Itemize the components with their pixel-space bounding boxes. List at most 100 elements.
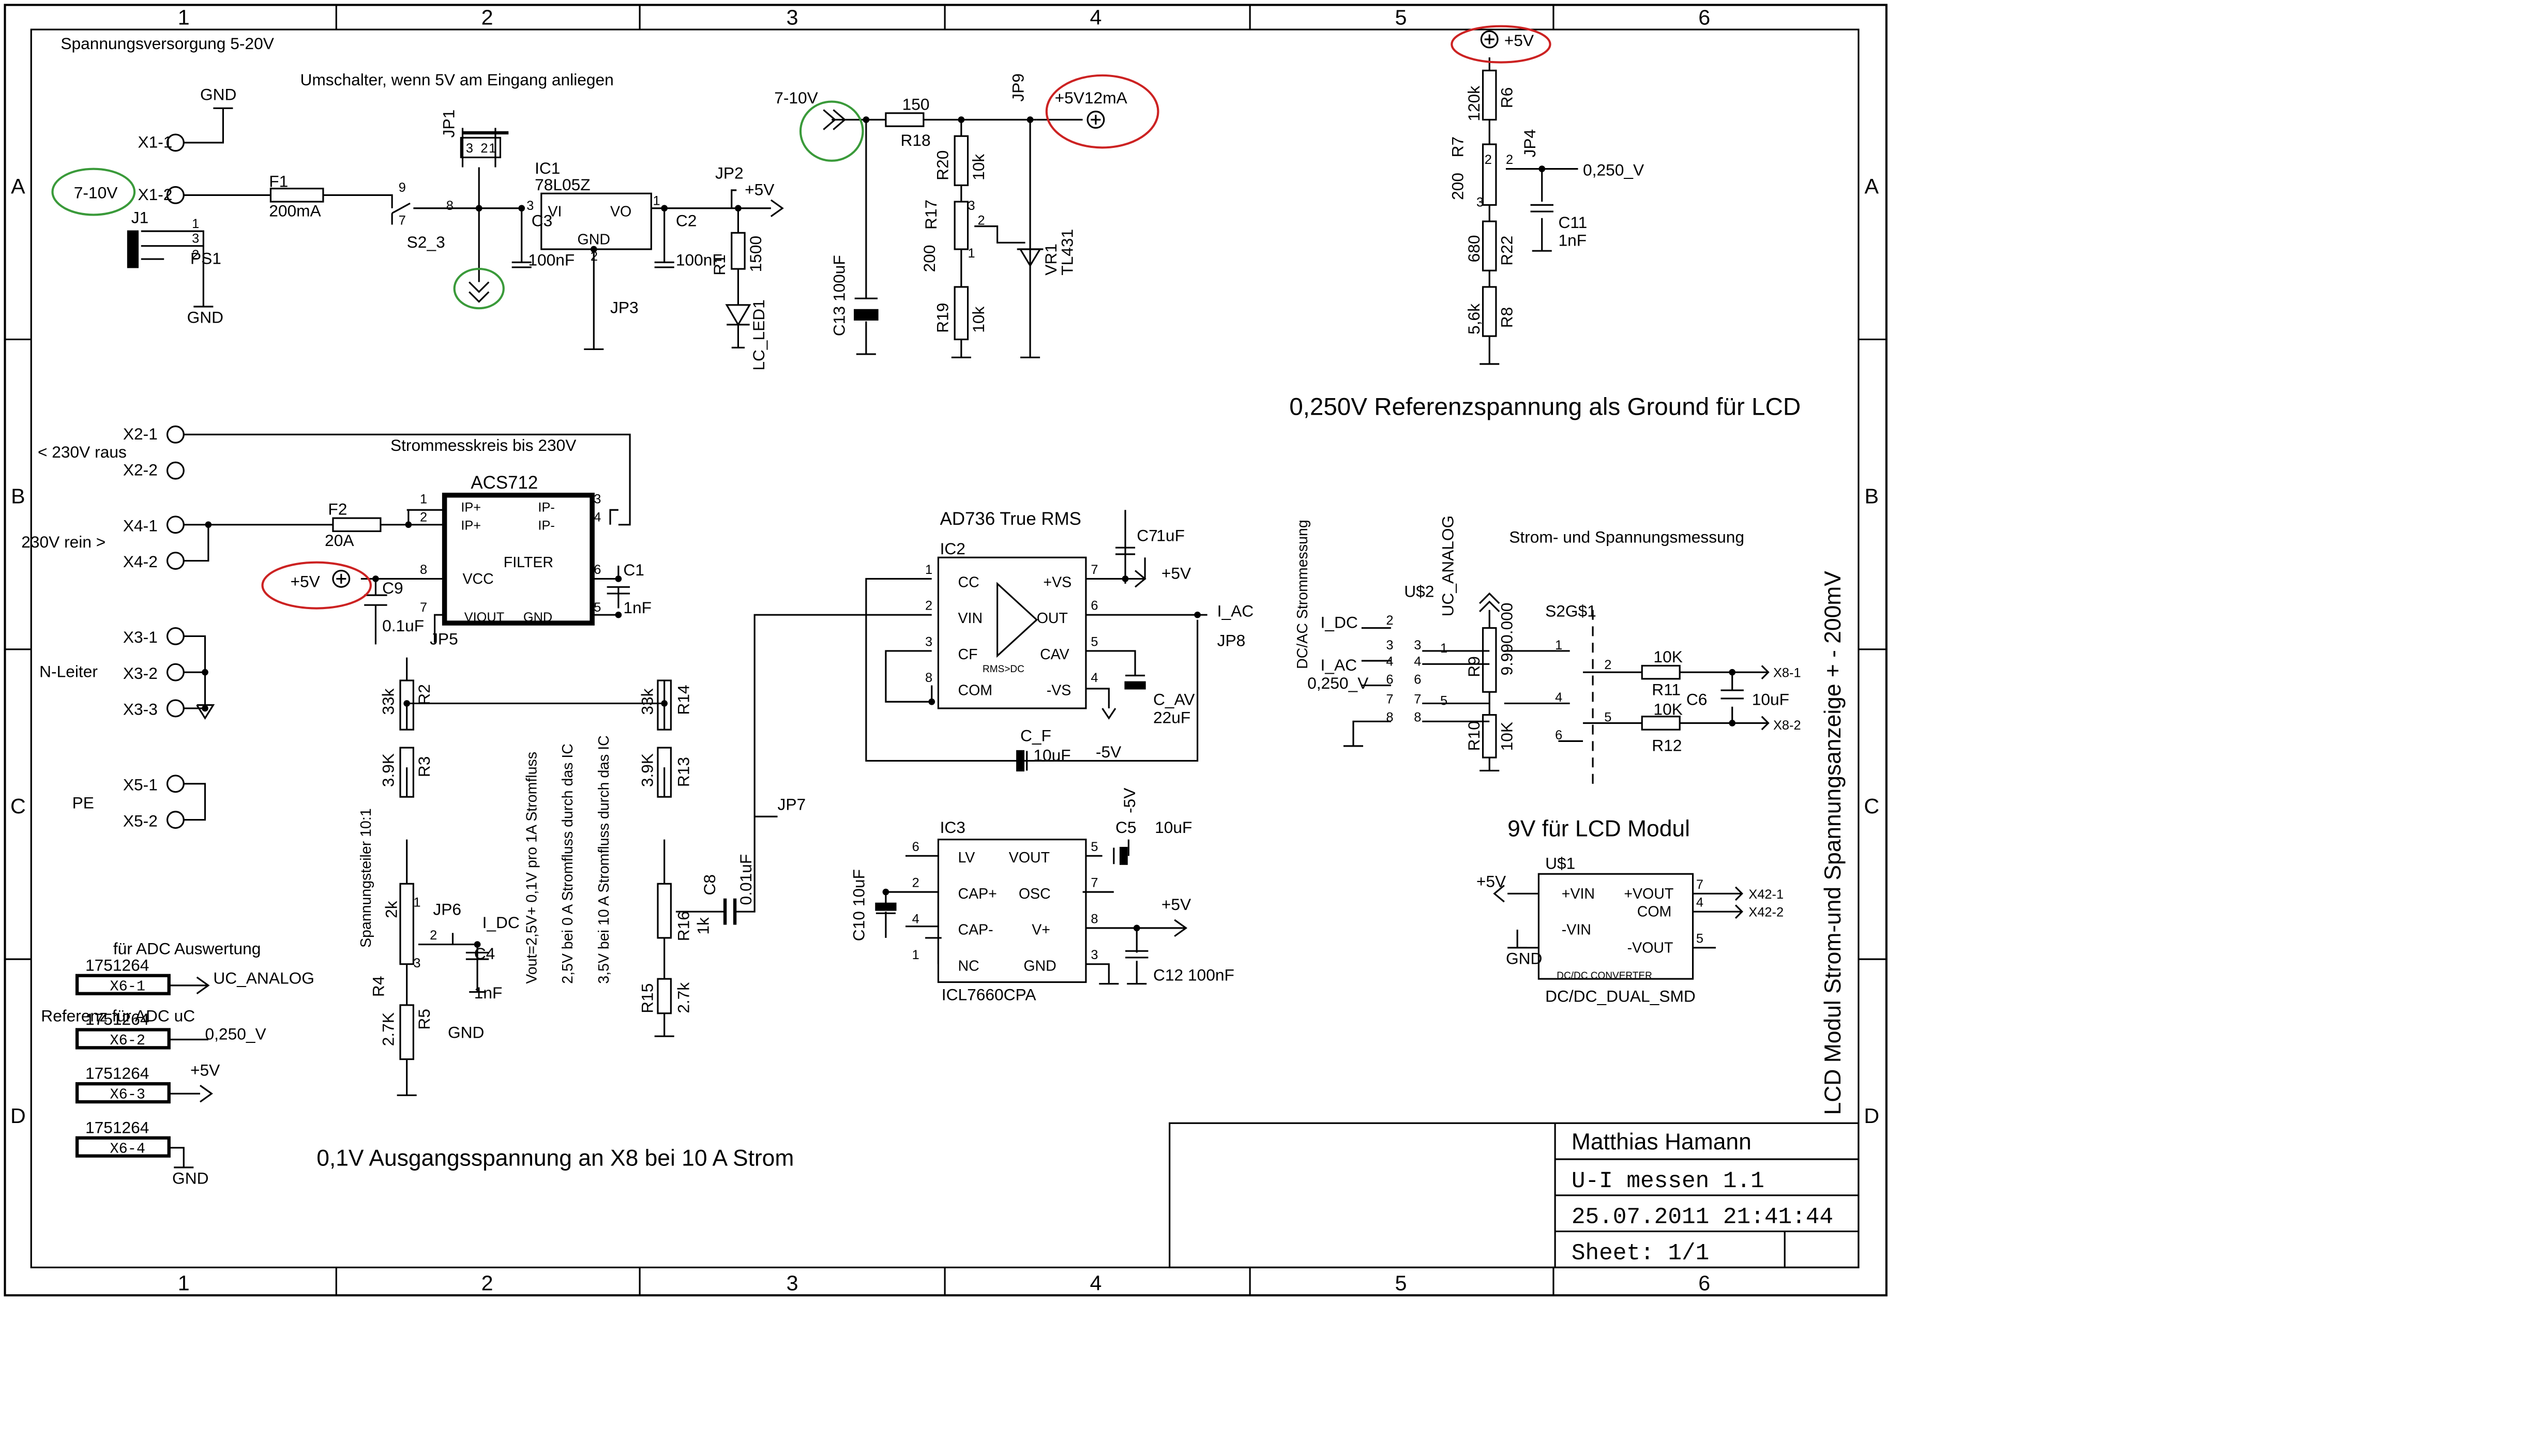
row-labels-left: A B C D — [10, 174, 26, 1128]
terminal-x2-2 — [166, 461, 185, 480]
lbl-plus5v-ic3: +5V — [1161, 895, 1191, 914]
lbl-c6: C6 — [1686, 690, 1708, 709]
author: Matthias Hamann — [1572, 1129, 1752, 1155]
lbl-vr1: VR1 — [1041, 244, 1060, 276]
lbl-c9: C9 — [382, 579, 403, 597]
lbl-jp7: JP7 — [778, 795, 806, 814]
lbl-r7: R7 — [1448, 136, 1467, 158]
lbl-plus5v-us1: +5V — [1476, 872, 1506, 891]
svg-text:4: 4 — [1414, 654, 1421, 669]
lbl-jp3: JP3 — [610, 298, 639, 317]
lbl-r10: R10 — [1465, 721, 1483, 751]
terminal-x3-3 — [166, 699, 185, 718]
label-7-10v-left: 7-10V — [74, 184, 118, 202]
lbl-idc: I_DC — [482, 913, 520, 932]
lbl-led: LC_LED1 — [749, 299, 768, 370]
lbl-x3-2: X3-2 — [123, 664, 158, 682]
lbl-r6: R6 — [1498, 87, 1516, 109]
lbl-r7-val: 200 — [1448, 173, 1467, 200]
drawing-frame — [4, 4, 1888, 1297]
lbl-0250v-x6: 0,250_V — [205, 1025, 266, 1043]
lbl-plus5v-x6: +5V — [190, 1060, 220, 1079]
terminal-x3-1 — [166, 627, 185, 645]
led-lc-led1 — [725, 304, 751, 327]
lbl-s2-3: S2_3 — [407, 233, 445, 251]
lbl-gnd-x6: GND — [172, 1169, 208, 1188]
lbl-mvout: -VOUT — [1627, 939, 1673, 956]
lbl-jp8: JP8 — [1217, 631, 1246, 649]
lbl-x1-2: X1-2 — [138, 185, 172, 204]
col-label-3: 3 — [787, 1271, 798, 1295]
lbl-r14-val: 33k — [638, 688, 656, 715]
note-vout3: 3,5V bei 10 A Stromfluss durch das IC — [596, 735, 612, 983]
lbl-r20: R20 — [933, 150, 952, 180]
lbl-x42-2: X42-2 — [1748, 905, 1784, 920]
svg-text:7: 7 — [1386, 692, 1393, 706]
current-sensor-acs712 — [442, 492, 595, 626]
lbl-jp4: JP4 — [1520, 129, 1539, 158]
svg-text:8: 8 — [1414, 710, 1421, 724]
lbl-r11-val: 10K — [1653, 647, 1682, 666]
lbl-r3: R3 — [415, 756, 433, 778]
lbl-osc: OSC — [1019, 886, 1051, 902]
lbl-r19-val: 10k — [969, 306, 988, 332]
lbl-c7: C7 — [1137, 526, 1158, 544]
lbl-jp2: JP2 — [715, 164, 744, 183]
svg-text:1: 1 — [912, 948, 919, 962]
lbl-jp5: JP5 — [430, 629, 458, 648]
resistor-r5 — [399, 1004, 414, 1060]
svg-text:6: 6 — [1091, 599, 1098, 613]
lbl-c1-val: 1nF — [623, 598, 652, 617]
lbl-cav-lbl: C_AV — [1153, 690, 1195, 709]
lbl-r13-val: 3.9K — [638, 753, 656, 787]
trimmer-r4 — [399, 883, 414, 965]
svg-text:2: 2 — [1485, 153, 1492, 167]
svg-text:2: 2 — [1386, 613, 1393, 628]
lbl-r1: R1 — [710, 254, 729, 276]
svg-text:6: 6 — [1386, 672, 1393, 687]
lbl-f1: F1 — [269, 172, 288, 191]
svg-text:2: 2 — [1604, 658, 1611, 672]
svg-text:4: 4 — [1091, 671, 1098, 685]
row-label-c: C — [1864, 794, 1879, 818]
lbl-r20-val: 10k — [969, 154, 988, 180]
lbl-c7-val: 1uF — [1156, 526, 1185, 544]
terminal-x1-1 — [166, 133, 185, 152]
title-ref-voltage: 0,250V Referenzspannung als Ground für L… — [1289, 393, 1801, 420]
lbl-ic3: IC3 — [940, 818, 965, 837]
svg-text:7: 7 — [1091, 876, 1098, 890]
trimmer-r17 — [954, 201, 969, 250]
col-label-6: 6 — [1698, 6, 1710, 29]
lbl-r17-val: 200 — [920, 245, 939, 272]
lbl-mvs: -VS — [1047, 682, 1071, 699]
lbl-comm: COM — [1637, 904, 1672, 920]
lbl-0250v: 0,250_V — [1583, 160, 1644, 179]
lbl-c9-val: 0.1uF — [382, 616, 424, 635]
section-titles: Spannungsversorgung 5-20V Umschalter, we… — [41, 34, 1846, 1171]
dcdc-converter-us1 — [1537, 873, 1694, 980]
header-x6-1 — [75, 974, 171, 995]
svg-text:3: 3 — [925, 634, 932, 649]
lbl-viout: VIOUT — [464, 610, 505, 625]
svg-text:5: 5 — [1696, 931, 1703, 946]
lbl-c3-val: 100nF — [528, 251, 575, 269]
svg-text:2: 2 — [1506, 153, 1513, 167]
svg-text:1: 1 — [1440, 641, 1447, 656]
resistor-r19 — [954, 286, 969, 341]
resistor-r22 — [1482, 220, 1497, 271]
lbl-nleiter: N-Leiter — [39, 662, 98, 681]
lbl-x6-3: X6-3 — [110, 1086, 146, 1103]
lbl-part-4: 1751264 — [85, 1118, 149, 1136]
svg-text:7: 7 — [1696, 877, 1703, 892]
svg-text:5: 5 — [594, 600, 601, 615]
terminal-x5-2 — [166, 811, 185, 829]
lbl-x42-1: X42-1 — [1748, 887, 1784, 902]
column-labels-bottom: 1 2 3 4 5 6 — [178, 1271, 1710, 1295]
lbl-f2-val: 20A — [325, 531, 354, 550]
header-x6-2 — [75, 1028, 171, 1050]
header-x6-4 — [75, 1136, 171, 1158]
project-name: U-I messen 1.1 — [1572, 1169, 1764, 1194]
terminal-x3-2 — [166, 663, 185, 681]
lbl-c11: C11 — [1558, 213, 1587, 232]
col-label-4: 4 — [1090, 6, 1101, 29]
